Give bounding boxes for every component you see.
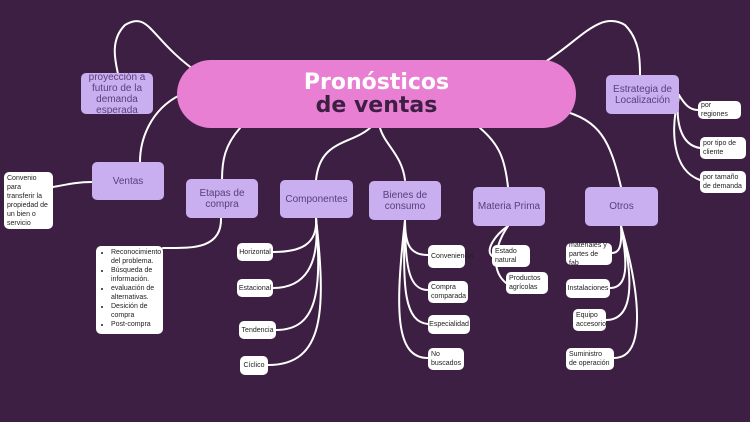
connector-central-componentes (315, 127, 371, 181)
connector-otros-materiales (611, 225, 623, 254)
connector-comp-estacional (272, 217, 318, 289)
connector-bienes-especialidad (403, 219, 429, 325)
leaf-estado-natural[interactable]: Estado natural (492, 245, 530, 267)
connector-etapas-list (162, 217, 223, 250)
leaf-no-buscados[interactable]: No buscados (428, 348, 464, 370)
connector-materia-estado (488, 225, 509, 257)
list-item: Desición de compra (111, 302, 161, 320)
connector-central-otros (559, 109, 622, 188)
connector-central-materia (479, 127, 509, 188)
connector-estrategia-cliente (676, 94, 701, 149)
connector-comp-ciclico (267, 217, 322, 366)
connector-otros-equipo (605, 225, 631, 321)
connector-otros-suministro (613, 225, 639, 359)
leaf-ciclico[interactable]: Cíclico (240, 356, 268, 375)
topic-proyeccion[interactable]: proyección a futuro de la demanda espera… (81, 72, 153, 116)
leaf-conveniencia[interactable]: Conveniencia (428, 245, 473, 268)
leaf-por-regiones[interactable]: por regiones (698, 101, 741, 119)
leaf-tendencia[interactable]: Tendencia (239, 321, 276, 339)
connector-central-bienes (379, 127, 406, 181)
leaf-equipo-accesorio[interactable]: Equipo accesorio (573, 309, 606, 331)
leaf-instalaciones[interactable]: Instalaciones (566, 279, 610, 298)
connector-central-proyeccion (113, 20, 201, 75)
connector-central-etapas (221, 127, 241, 181)
topic-ventas[interactable]: Ventas (92, 162, 164, 200)
leaf-estacional[interactable]: Estacional (237, 279, 273, 297)
connector-bienes-nobuscados (398, 219, 429, 359)
leaf-por-tamano-de-demanda[interactable]: por tamaño de demanda (700, 171, 746, 193)
connector-comp-tendencia (275, 217, 320, 331)
connector-central-ventas (139, 94, 181, 163)
leaf-etapas-list[interactable]: Reconocimiento del problema. Búsqueda de… (96, 246, 163, 334)
topic-etapas-de-compra[interactable]: Etapas de compra (186, 179, 258, 218)
topic-estrategia-de-localizacion[interactable]: Estrategia de Localización (606, 75, 679, 114)
connector-central-estrategia (544, 19, 641, 76)
list-item: evaluación de alternativas. (111, 284, 161, 302)
leaf-materiales-y-partes[interactable]: materiales y partes de fab (566, 242, 612, 267)
connector-bienes-conveniencia (404, 219, 429, 256)
leaf-compra-comparada[interactable]: Compra comparada (428, 281, 468, 303)
list-item: Búsqueda de información. (111, 266, 161, 284)
topic-componentes[interactable]: Componentes (280, 180, 353, 218)
etapas-bullet-list: Reconocimiento del problema. Búsqueda de… (99, 248, 161, 329)
connector-comp-horizontal (272, 217, 318, 253)
connector-ventas-convenio (52, 181, 93, 188)
leaf-suministro-de-operacion[interactable]: Suministro de operación (566, 348, 614, 370)
topic-otros[interactable]: Otros (585, 187, 658, 226)
leaf-productos-agricolas[interactable]: Productos agrícolas (506, 272, 548, 294)
connector-estrategia-regiones (678, 94, 699, 111)
list-item: Reconocimiento del problema. (111, 248, 161, 266)
central-title-line1: Pronósticos (303, 70, 450, 95)
leaf-convenio[interactable]: Convenio para transferir la propiedad de… (4, 172, 53, 229)
topic-materia-prima[interactable]: Materia Prima (473, 187, 545, 226)
list-item: Post-compra (111, 320, 161, 329)
leaf-por-tipo-de-cliente[interactable]: por tipo de cliente (700, 137, 746, 159)
central-topic[interactable]: Pronósticos de ventas (177, 60, 576, 128)
topic-bienes-de-consumo[interactable]: Bienes de consumo (369, 181, 441, 220)
central-title-line2: de ventas (315, 93, 438, 118)
leaf-especialidad[interactable]: Especialidad (428, 315, 470, 334)
leaf-horizontal[interactable]: Horizontal (237, 243, 273, 261)
